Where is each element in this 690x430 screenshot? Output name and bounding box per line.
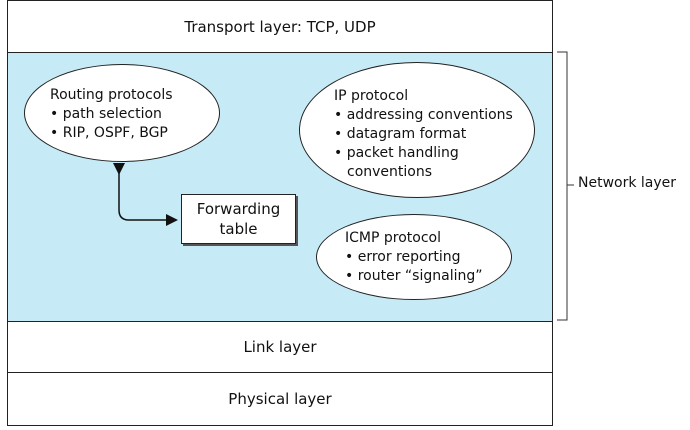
routing-item: RIP, OSPF, BGP (50, 124, 173, 143)
routing-to-forwarding-arrow (113, 163, 178, 226)
routing-protocols-title: Routing protocols (50, 87, 173, 103)
forwarding-table-line1: Forwarding (196, 200, 281, 218)
forwarding-table-line2: table (219, 220, 258, 238)
routing-protocols-block: Routing protocols path selection RIP, OS… (50, 86, 173, 143)
transport-layer-label: Transport layer: TCP, UDP (184, 17, 376, 36)
ip-item: packet handling (334, 144, 513, 163)
ip-item-continuation: conventions (347, 164, 433, 180)
icmp-item: error reporting (345, 248, 482, 267)
icmp-protocol-block: ICMP protocol error reporting router “si… (345, 229, 482, 286)
ip-item: datagram format (334, 125, 513, 144)
transport-layer: Transport layer: TCP, UDP (7, 0, 553, 53)
ip-protocol-block: IP protocol addressing conventions datag… (334, 87, 513, 182)
physical-layer: Physical layer (7, 372, 553, 426)
icmp-protocol-title: ICMP protocol (345, 230, 441, 246)
network-layer-brace (557, 51, 574, 321)
network-layer-label: Network layer (578, 175, 677, 191)
icmp-item: router “signaling” (345, 267, 483, 286)
physical-layer-label: Physical layer (228, 390, 332, 408)
routing-item: path selection (50, 105, 173, 124)
link-layer-label: Link layer (243, 338, 317, 356)
forwarding-table-box: Forwarding table (181, 194, 296, 244)
ip-item: addressing conventions (334, 106, 513, 125)
ip-protocol-title: IP protocol (334, 88, 409, 104)
link-layer: Link layer (7, 321, 553, 373)
